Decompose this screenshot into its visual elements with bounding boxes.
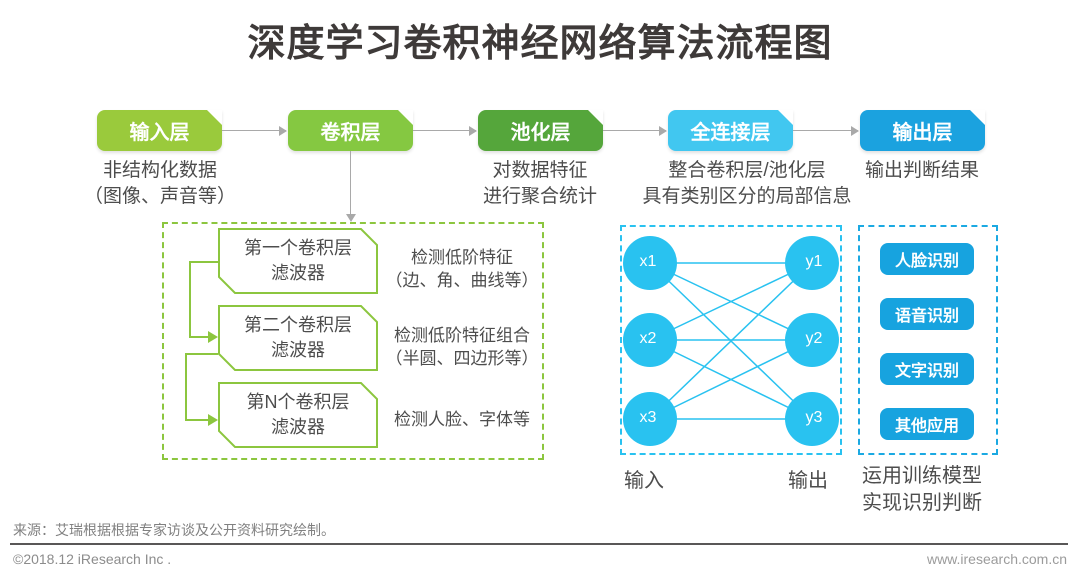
flow-node-input-layer: 输入层 bbox=[97, 110, 222, 151]
filter-shape bbox=[218, 382, 378, 448]
app-button-speech-recognition: 语音识别 bbox=[880, 298, 974, 330]
arrow-down-icon bbox=[346, 151, 356, 222]
filter-box-second: 第二个卷积层 滤波器 bbox=[218, 305, 378, 371]
node-label-x2: x2 bbox=[640, 330, 657, 347]
flow-node-label: 全连接层 bbox=[690, 122, 771, 144]
filter-shape bbox=[218, 228, 378, 294]
flow-node-label: 池化层 bbox=[510, 122, 571, 144]
caption-line: 整合卷积层/池化层 bbox=[668, 160, 826, 181]
caption-line: 进行聚合统计 bbox=[482, 186, 597, 207]
desc-line: 检测低阶特征组合 bbox=[394, 326, 530, 345]
filter-label-line: 第N个卷积层 bbox=[246, 392, 350, 412]
desc-line: （边、角、曲线等） bbox=[385, 271, 539, 290]
applications-caption: 运用训练模型 实现识别判断 bbox=[862, 463, 1012, 517]
app-button-other-apps: 其他应用 bbox=[880, 408, 974, 440]
filter-desc-low-features: 检测低阶特征 （边、角、曲线等） bbox=[382, 246, 542, 292]
filter-label-line: 滤波器 bbox=[271, 340, 325, 360]
flow-node-label: 输出层 bbox=[892, 122, 953, 144]
caption-fc-layer: 整合卷积层/池化层 具有类别区分的局部信息 bbox=[627, 158, 867, 210]
filter-shape bbox=[218, 305, 378, 371]
caption-pooling-layer: 对数据特征 进行聚合统计 bbox=[420, 158, 660, 210]
filter-label-line: 第一个卷积层 bbox=[244, 238, 352, 258]
flow-node-pooling-layer: 池化层 bbox=[478, 110, 603, 151]
flow-node-output-layer: 输出层 bbox=[860, 110, 985, 151]
node-label-y1: y1 bbox=[806, 253, 823, 270]
caption-output-layer: 输出判断结果 bbox=[802, 158, 1042, 184]
flow-node-label: 卷积层 bbox=[320, 122, 381, 144]
arrow-right-icon bbox=[413, 126, 477, 136]
filter-connector-arrows bbox=[185, 261, 218, 426]
footer-copyright: ©2018.12 iResearch Inc . bbox=[13, 551, 172, 567]
desc-line: 检测低阶特征 bbox=[411, 248, 513, 267]
app-button-text-recognition: 文字识别 bbox=[880, 353, 974, 385]
network-input-label: 输入 bbox=[624, 470, 664, 492]
node-label-y3: y3 bbox=[806, 409, 823, 426]
arrow-right-icon bbox=[222, 126, 287, 136]
filter-label-line: 第二个卷积层 bbox=[244, 315, 352, 335]
network-panel bbox=[620, 225, 842, 455]
conv-filters-panel bbox=[162, 222, 544, 460]
network-output-label: 输出 bbox=[788, 470, 828, 492]
flow-node-label: 输入层 bbox=[129, 122, 190, 144]
filter-label-line: 滤波器 bbox=[271, 417, 325, 437]
filter-desc-feature-combos: 检测低阶特征组合 （半圆、四边形等） bbox=[382, 324, 542, 370]
filter-label: 第N个卷积层 滤波器 bbox=[218, 390, 378, 440]
desc-line: （半圆、四边形等） bbox=[385, 349, 539, 368]
filter-label: 第一个卷积层 滤波器 bbox=[218, 236, 378, 286]
filter-label-line: 滤波器 bbox=[271, 263, 325, 283]
app-button-face-recognition: 人脸识别 bbox=[880, 243, 974, 275]
caption-line: （图像、声音等） bbox=[83, 186, 236, 207]
app-button-label: 其他应用 bbox=[894, 418, 959, 435]
desc-line: 检测人脸、字体等 bbox=[394, 410, 530, 429]
arrow-right-icon bbox=[793, 126, 859, 136]
caption-line: 对数据特征 bbox=[492, 160, 588, 181]
filter-desc-faces-fonts: 检测人脸、字体等 bbox=[382, 408, 542, 431]
node-label-y2: y2 bbox=[806, 330, 823, 347]
caption-line: 输出判断结果 bbox=[864, 160, 979, 181]
filter-box-nth: 第N个卷积层 滤波器 bbox=[218, 382, 378, 448]
caption-line: 实现识别判断 bbox=[862, 492, 982, 514]
network-nodes bbox=[623, 236, 839, 446]
caption-line: 具有类别区分的局部信息 bbox=[642, 186, 852, 207]
app-button-label: 语音识别 bbox=[894, 308, 959, 325]
footer-website: www.iresearch.com.cn bbox=[926, 551, 1067, 567]
page-title: 深度学习卷积神经网络算法流程图 bbox=[247, 23, 833, 65]
neural-network-diagram: x1 x2 x3 y1 y2 y3 bbox=[623, 236, 839, 446]
caption-input-layer: 非结构化数据 （图像、声音等） bbox=[40, 158, 280, 210]
node-label-x1: x1 bbox=[640, 253, 657, 270]
footer-divider bbox=[10, 543, 1068, 545]
flow-node-fc-layer: 全连接层 bbox=[668, 110, 793, 151]
caption-line: 非结构化数据 bbox=[102, 160, 217, 181]
app-button-label: 人脸识别 bbox=[894, 253, 959, 270]
flow-node-conv-layer: 卷积层 bbox=[288, 110, 413, 151]
applications-panel bbox=[858, 225, 998, 455]
arrow-right-icon bbox=[603, 126, 667, 136]
caption-line: 运用训练模型 bbox=[862, 465, 982, 487]
source-note: 来源：艾瑞根据根据专家访谈及公开资料研究绘制。 bbox=[13, 522, 335, 538]
node-label-x3: x3 bbox=[640, 409, 657, 426]
filter-label: 第二个卷积层 滤波器 bbox=[218, 313, 378, 363]
filter-box-first: 第一个卷积层 滤波器 bbox=[218, 228, 378, 294]
app-button-label: 文字识别 bbox=[894, 363, 959, 380]
